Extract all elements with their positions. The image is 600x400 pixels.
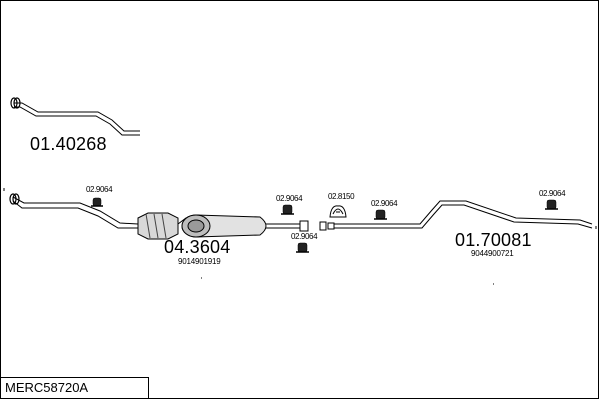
hardware-label: 02.9064	[86, 185, 113, 194]
hardware-label: 02.9064	[539, 189, 566, 198]
oem-number-label: 9044900721	[471, 249, 514, 258]
front-pipe-main-2	[12, 200, 138, 229]
pipe-end-upper	[10, 97, 21, 109]
part-number-label: 01.70081	[455, 230, 532, 250]
part-number-label: 04.3604	[164, 237, 231, 257]
hardware-label: 02.9064	[291, 232, 318, 241]
hanger-bracket-8150	[329, 205, 347, 218]
front-pipe-upper	[14, 102, 140, 132]
hardware-label: 02.9064	[276, 194, 303, 203]
hardware-label: 02.8150	[328, 192, 355, 201]
hanger-bushing-3	[296, 242, 309, 253]
rear-pipe	[334, 200, 593, 225]
part-number-label: 01.40268	[30, 134, 107, 154]
hanger-bushing-6	[545, 199, 558, 210]
center-flange	[299, 220, 335, 232]
hanger-bushing-5	[374, 209, 387, 220]
front-silencer-body	[137, 212, 179, 240]
hanger-bushing-2	[281, 204, 294, 215]
oem-number-label: 9014901919	[178, 257, 221, 266]
diagram-title: MERC58720A	[1, 377, 149, 398]
hanger-bushing-1	[91, 197, 103, 207]
front-pipe-main	[12, 196, 139, 225]
front-pipe-upper-2	[14, 106, 140, 136]
pipe-end-main	[9, 193, 20, 205]
rear-pipe-2	[334, 204, 593, 229]
hardware-label: 02.9064	[371, 199, 398, 208]
main-silencer-body	[177, 214, 267, 238]
